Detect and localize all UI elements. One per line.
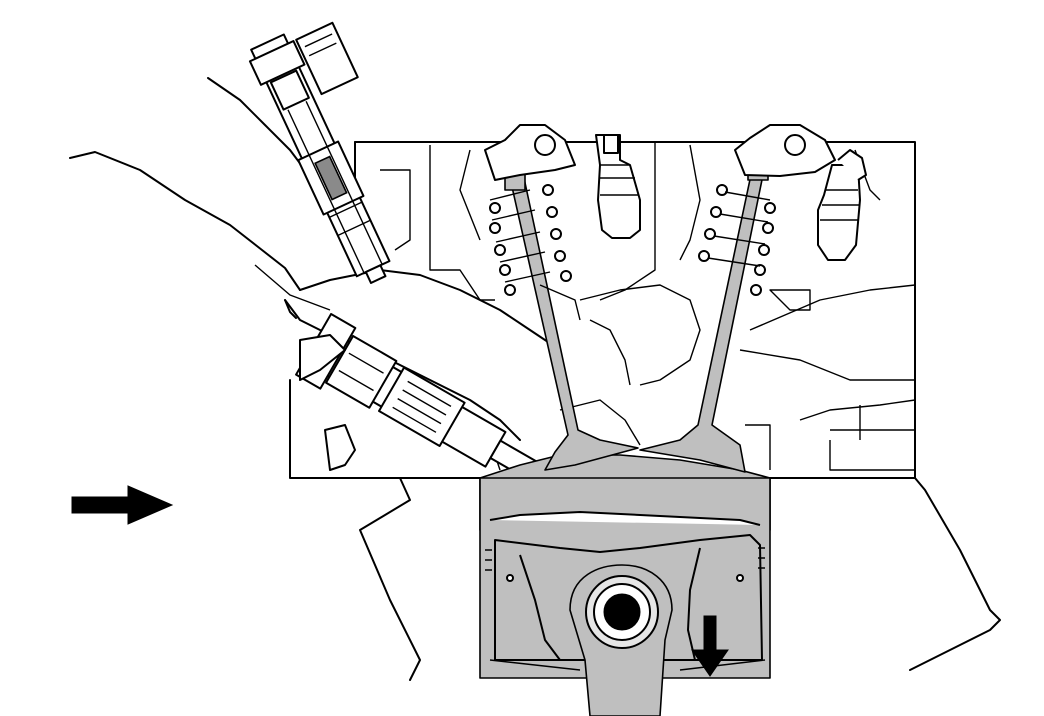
exhaust-valve-springs [698, 124, 836, 296]
connecting-rod [569, 564, 673, 716]
piston-down-arrow-icon [691, 615, 729, 677]
intake-manifold [69, 77, 561, 441]
exhaust-lifter [817, 149, 867, 261]
injector-connector [324, 424, 356, 471]
intake-lifter [595, 134, 641, 239]
intake-valve-springs [484, 124, 581, 321]
engine-block [359, 477, 1001, 681]
injector-clamp [299, 334, 346, 381]
intake-air-flow-arrow-icon [71, 485, 174, 525]
port-fuel-injector [248, 21, 391, 284]
cylinder-head [289, 141, 916, 479]
